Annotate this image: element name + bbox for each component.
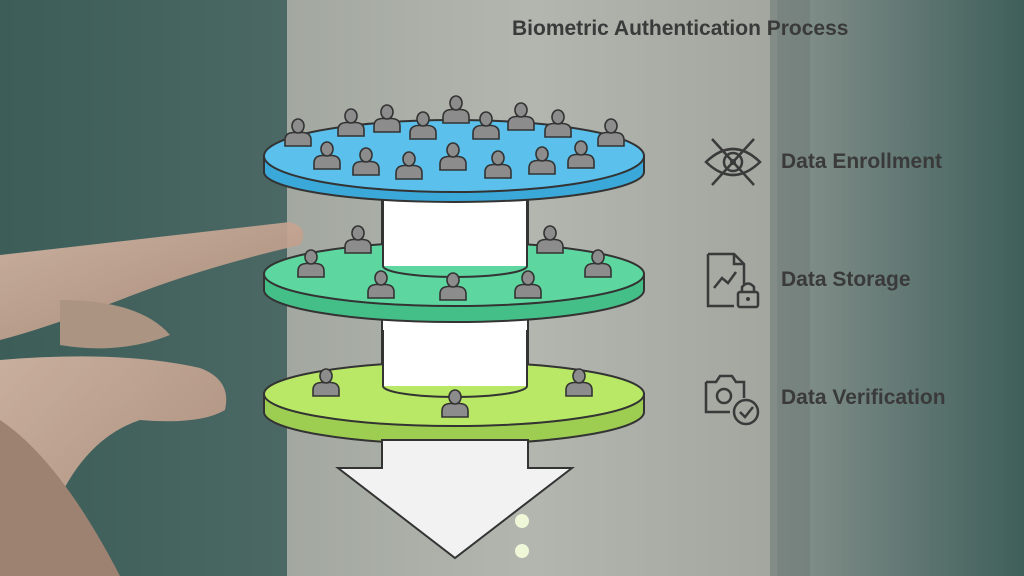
- diagram-title: Biometric Authentication Process: [512, 17, 849, 40]
- step-data-enrollment: Data Enrollment: [700, 132, 1020, 192]
- status-light: [515, 514, 529, 528]
- step-data-storage: Data Storage: [700, 250, 1020, 310]
- camera-check-icon: [704, 374, 760, 426]
- hand-photo: [0, 222, 304, 576]
- step-label: Data Verification: [781, 386, 946, 409]
- down-arrow: [335, 439, 575, 560]
- step-label: Data Storage: [781, 268, 911, 291]
- document-lock-icon: [706, 252, 760, 309]
- eye-slash-icon: [704, 138, 762, 186]
- status-light: [515, 544, 529, 558]
- panel-shadow: [770, 0, 810, 576]
- step-label: Data Enrollment: [781, 150, 943, 173]
- step-data-verification: Data Verification: [700, 368, 1020, 428]
